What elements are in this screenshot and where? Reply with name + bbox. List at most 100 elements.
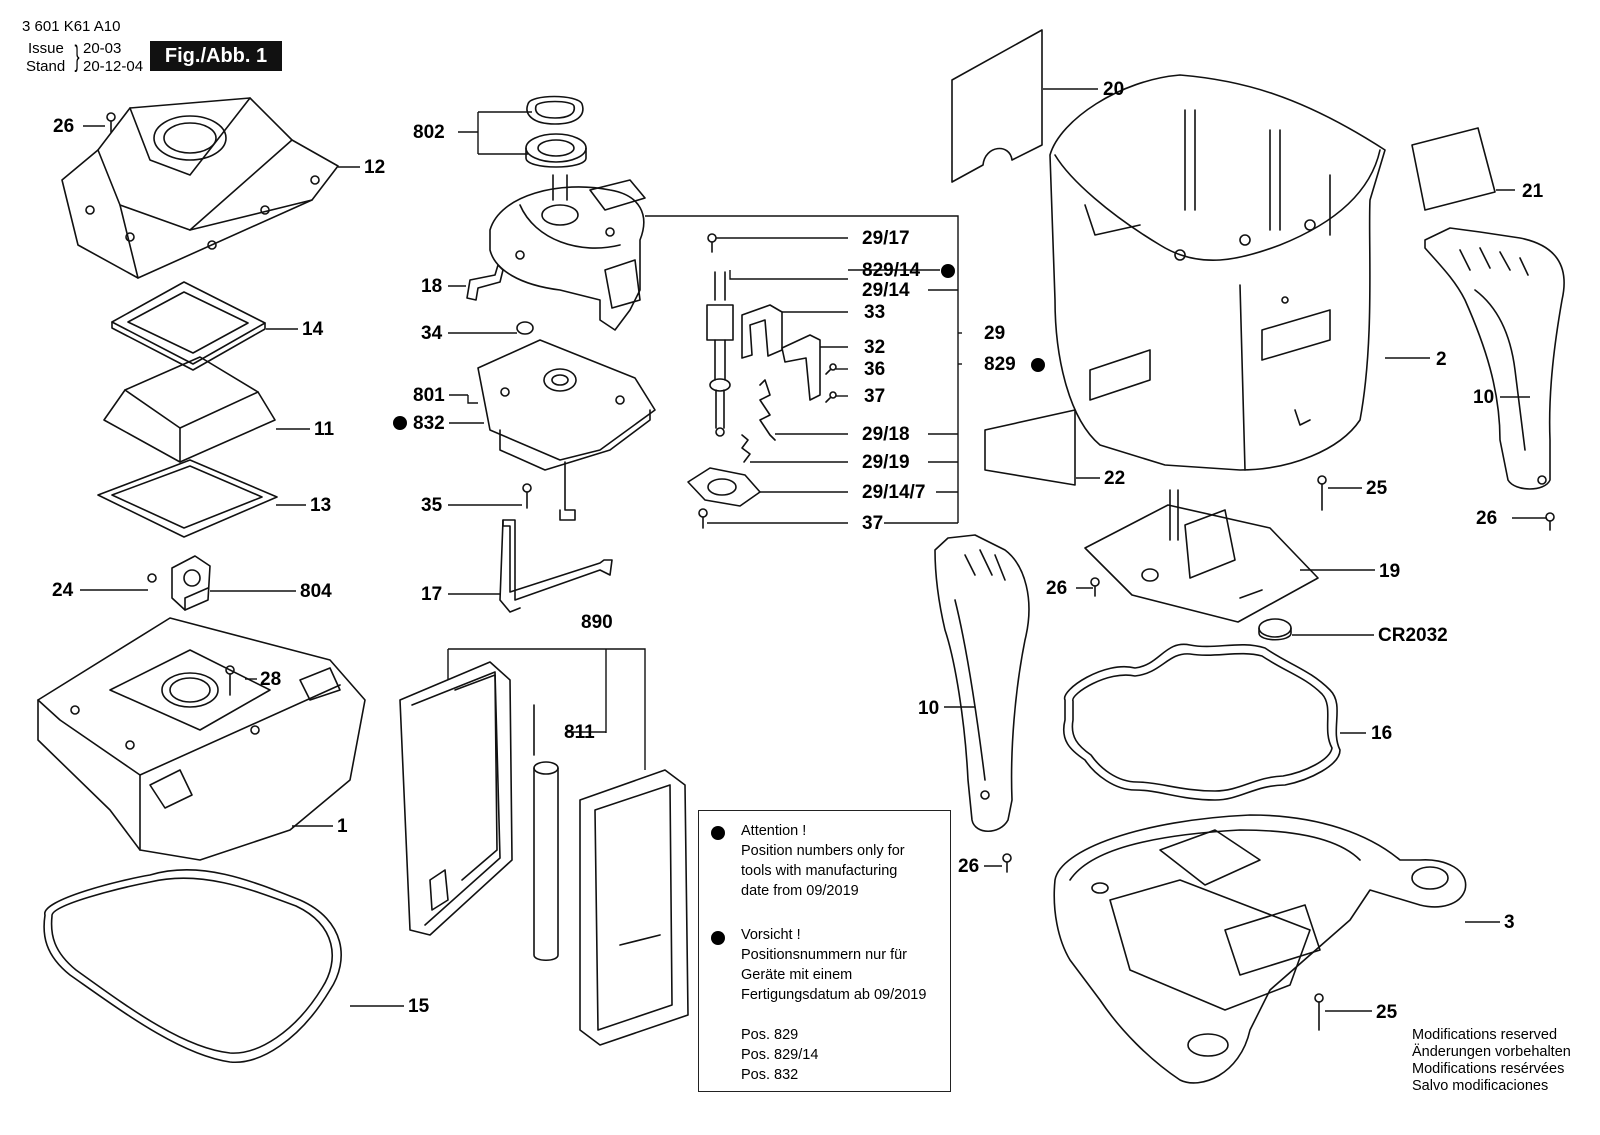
notice-box: Attention ! Position numbers only for to…	[698, 810, 951, 1092]
notice-attention-line: tools with manufacturing	[741, 863, 898, 879]
part-22-label	[984, 409, 1076, 486]
notice-vorsicht-line: Geräte mit einem	[741, 967, 853, 983]
label-29-19: 29/19	[862, 452, 910, 473]
label-32: 32	[864, 337, 886, 358]
label-11: 11	[314, 419, 335, 440]
notice-attention-title: Attention !	[741, 823, 807, 839]
part-804-sensor-block	[147, 555, 211, 611]
label-1: 1	[337, 816, 348, 837]
label-24: 24	[52, 580, 74, 601]
label-29-14: 29/14	[862, 280, 910, 301]
issue-label: Issue	[28, 40, 64, 57]
part-26-screw-top	[106, 112, 116, 133]
part-811-battery	[533, 704, 559, 962]
label-33: 33	[864, 302, 886, 323]
marker-dot-829-14	[941, 264, 955, 278]
part-35-screw	[522, 483, 532, 509]
modifications-note: Modifications reserved Änderungen vorbeh…	[1412, 1027, 1571, 1095]
part-2-main-housing	[1049, 74, 1386, 471]
modifications-line: Salvo modificaciones	[1412, 1078, 1549, 1094]
label-19: 19	[1379, 561, 1401, 582]
modifications-line: Modifications reserved	[1412, 1027, 1558, 1043]
marker-dot-829	[1031, 358, 1045, 372]
notice-bullet-attention	[711, 826, 725, 840]
part-29-17-screw	[707, 233, 717, 253]
label-20: 20	[1103, 79, 1125, 100]
label-28: 28	[260, 669, 282, 690]
part-3-base-tray	[1053, 814, 1467, 1084]
part-19-circuit-board	[1084, 489, 1319, 623]
part-16-gasket	[1063, 643, 1341, 801]
part-29-19-spring	[741, 434, 751, 463]
part-15-gasket	[43, 868, 342, 1063]
label-21: 21	[1522, 181, 1544, 202]
label-802: 802	[413, 122, 445, 143]
label-14: 14	[302, 319, 324, 340]
label-2: 2	[1436, 349, 1447, 370]
part-26-screw-right	[1545, 512, 1555, 531]
part-33-bracket	[741, 304, 783, 359]
label-16: 16	[1371, 723, 1393, 744]
label-34: 34	[421, 323, 443, 344]
part-29-18-spring	[759, 379, 776, 441]
label-10-center: 10	[918, 698, 940, 719]
part-801-circuit-board	[477, 339, 656, 521]
part-25-screw-lower	[1314, 993, 1324, 1031]
part-34-washer	[516, 321, 534, 335]
part-890-battery-compartment	[399, 661, 513, 936]
notice-position: Pos. 829/14	[741, 1047, 819, 1063]
part-18-flex-cable	[466, 264, 504, 301]
label-13: 13	[310, 495, 332, 516]
label-890: 890	[581, 612, 613, 633]
label-26-top: 26	[53, 116, 75, 137]
label-29-14-7: 29/14/7	[862, 482, 926, 503]
leader-lines	[80, 88, 1547, 1012]
notice-vorsicht-line: Positionsnummern nur für	[741, 947, 908, 963]
part-36-screw	[825, 363, 837, 375]
label-26-bottom: 26	[958, 856, 980, 877]
part-26-screw-bottom	[1002, 853, 1012, 873]
notice-vorsicht-title: Vorsicht !	[741, 927, 801, 943]
part-26-screw-middle	[1090, 577, 1100, 597]
label-832: 832	[413, 413, 445, 434]
part-laser-head-assembly	[489, 174, 646, 331]
issue-value: 20-03	[83, 40, 122, 57]
label-26-middle: 26	[1046, 578, 1068, 599]
label-cr2032: CR2032	[1378, 625, 1448, 646]
issue-stand-brace: }	[74, 40, 80, 73]
label-804: 804	[300, 581, 332, 602]
notice-vorsicht-line: Fertigungsdatum ab 09/2019	[741, 987, 927, 1003]
label-811: 811	[564, 722, 595, 743]
modifications-line: Änderungen vorbehalten	[1412, 1044, 1571, 1060]
notice-attention-line: date from 09/2019	[741, 883, 859, 899]
part-14-window-frame	[111, 281, 266, 371]
marker-dot-832	[393, 416, 407, 430]
part-10-handle-center	[934, 534, 1030, 833]
label-37-a: 37	[864, 386, 886, 407]
notice-position: Pos. 832	[741, 1067, 799, 1083]
part-37-screw-b	[698, 508, 708, 529]
label-26-right: 26	[1476, 508, 1498, 529]
part-829-14-pin-assembly	[706, 271, 734, 437]
label-29: 29	[984, 323, 1006, 344]
label-801: 801	[413, 385, 445, 406]
part-37-screw-a	[825, 391, 837, 403]
part-802-seal-rings	[525, 95, 587, 168]
label-22: 22	[1104, 468, 1126, 489]
figure-badge: Fig./Abb. 1	[150, 41, 282, 71]
label-829-14: 829/14	[862, 260, 921, 281]
part-32-plate	[781, 334, 821, 401]
label-25-upper: 25	[1366, 478, 1388, 499]
notice-bullet-vorsicht	[711, 931, 725, 945]
modifications-line: Modifications resérvées	[1412, 1061, 1565, 1077]
label-10-right: 10	[1473, 387, 1495, 408]
part-1-housing-base	[37, 617, 366, 861]
label-29-17: 29/17	[862, 228, 910, 249]
part-29-14-7-plate	[687, 467, 761, 507]
label-37-b: 37	[862, 513, 884, 534]
part-890-battery-cover	[579, 769, 689, 1046]
part-12-top-cover	[61, 97, 339, 279]
stand-label: Stand	[26, 58, 66, 75]
part-11-window-glass	[103, 356, 276, 463]
